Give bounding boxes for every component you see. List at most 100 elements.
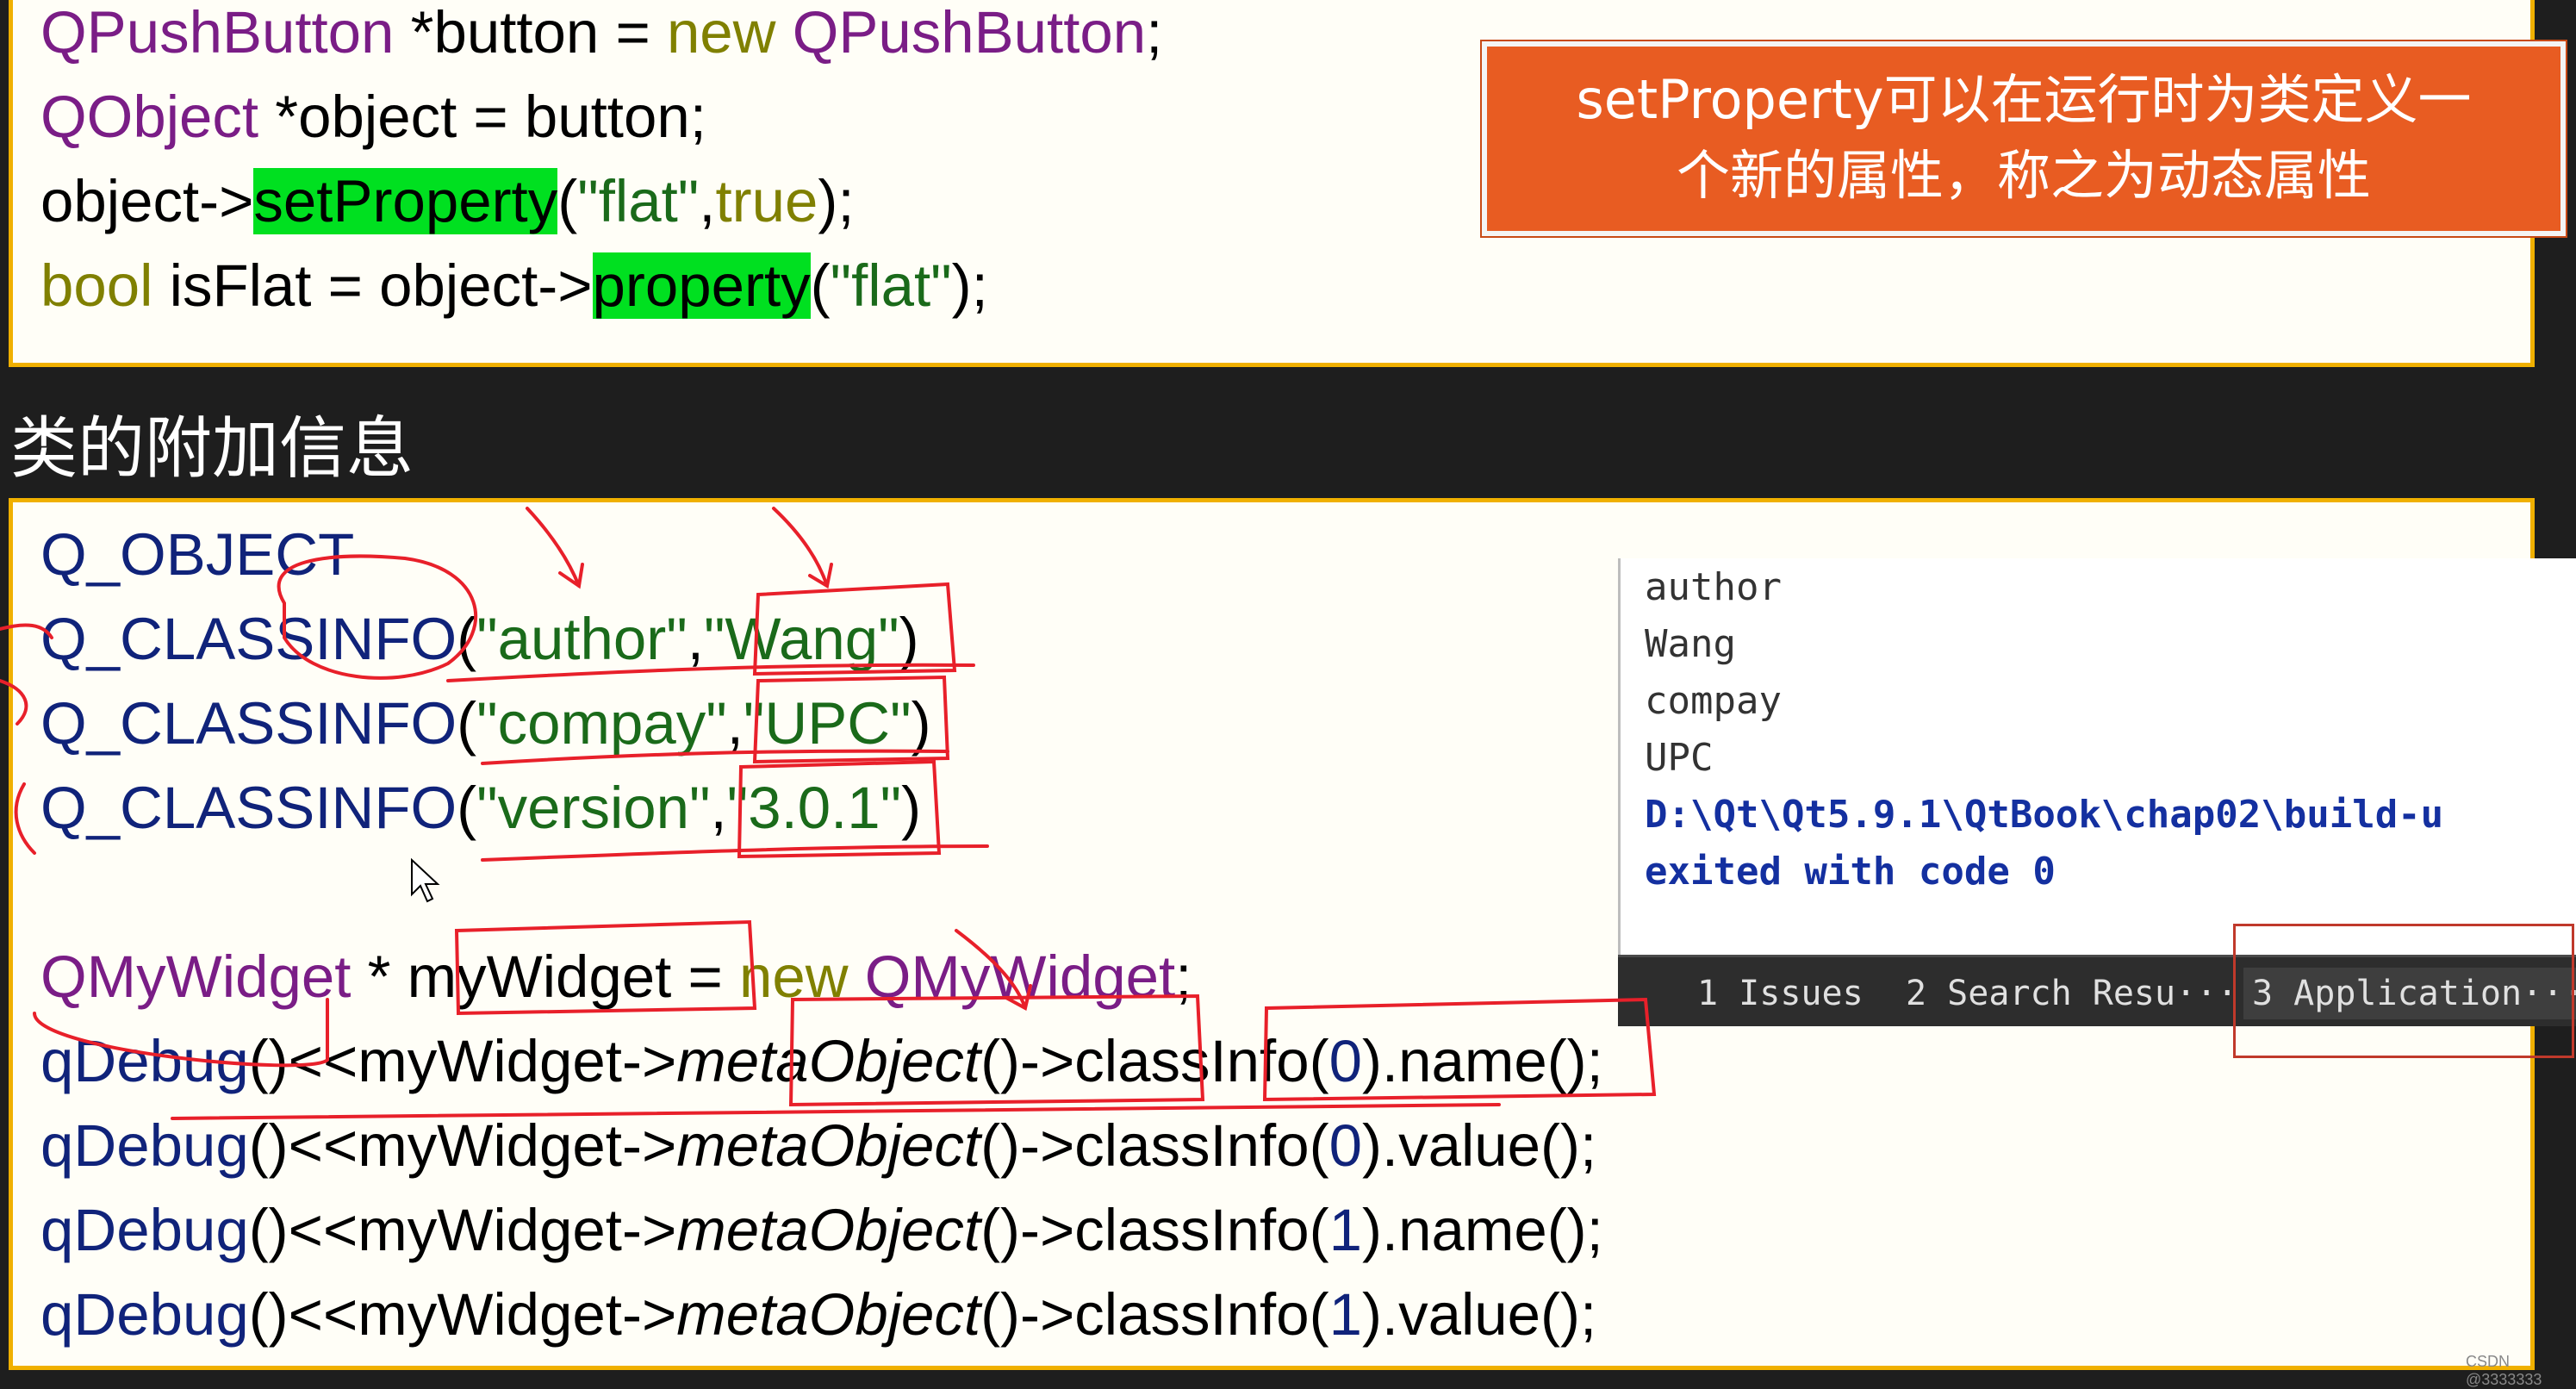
token-text: ; xyxy=(1175,944,1192,1010)
tab-issues[interactable]: 1 Issues xyxy=(1697,974,1864,1013)
token-text: *object = button; xyxy=(258,84,706,150)
token-text: ()<<myWidget-> xyxy=(248,1197,677,1263)
token-function: qDebug xyxy=(40,1197,249,1263)
token-type: QObject xyxy=(40,84,259,150)
code-line-classinfo-2: Q_CLASSINFO("compay","UPC") xyxy=(40,690,931,757)
tab-highlight-box xyxy=(2233,924,2574,1058)
watermark-bottom-right: CSDN @3333333 xyxy=(2466,1353,2542,1388)
token-string: "3.0.1" xyxy=(726,775,902,841)
token-function: qDebug xyxy=(40,1281,249,1348)
ink-underline-version xyxy=(481,844,989,862)
token-text: ( xyxy=(810,252,831,319)
ink-arrow-3 xyxy=(955,929,1032,1012)
ink-underline-compay xyxy=(481,749,949,765)
code-line-qdebug-3: qDebug()<<myWidget->metaObject()->classI… xyxy=(40,1192,1603,1269)
token-text: ).value(); xyxy=(1361,1112,1597,1179)
ink-underline-qdebug xyxy=(171,1103,1501,1120)
output-pane-tabbar: 1 Issues 2 Search Resu··· 3 Application·… xyxy=(1618,955,2576,1026)
callout-line-2: 个新的属性，称之为动态属性 xyxy=(1676,144,2371,207)
token-number: 0 xyxy=(1328,1112,1362,1179)
ink-tick-2 xyxy=(0,679,28,726)
ink-arrow-2 xyxy=(772,507,833,589)
token-method: metaObject xyxy=(676,1112,981,1179)
console-line: compay xyxy=(1645,679,1782,723)
ink-box-version xyxy=(737,759,942,859)
token-text: ()<<myWidget-> xyxy=(248,1028,677,1094)
ink-box-metaobject xyxy=(788,993,1205,1107)
ink-tick-1 xyxy=(0,623,53,639)
token-number: 1 xyxy=(1328,1197,1362,1263)
token-text: ( xyxy=(557,168,578,234)
ink-box-wang xyxy=(752,582,957,676)
token-keyword: bool xyxy=(40,252,153,319)
token-text: ); xyxy=(818,168,855,234)
token-text: ).name(); xyxy=(1361,1197,1603,1263)
ink-box-upc xyxy=(752,675,950,764)
token-text: ()->classInfo( xyxy=(980,1112,1329,1179)
token-macro: Q_CLASSINFO xyxy=(40,775,457,841)
code-line-qdebug-2: qDebug()<<myWidget->metaObject()->classI… xyxy=(40,1107,1596,1185)
ink-box-qdebug xyxy=(33,998,329,1068)
console-line: author xyxy=(1645,565,1782,609)
console-exit-line: exited with code 0 xyxy=(1645,850,2056,894)
code-line-classinfo-1: Q_CLASSINFO("author","Wang") xyxy=(40,606,919,672)
token-method: metaObject xyxy=(676,1281,981,1348)
ink-arrow-1 xyxy=(526,507,584,589)
highlighted-property: property xyxy=(592,252,811,319)
callout-note: setProperty可以在运行时为类定义一 个新的属性，称之为动态属性 xyxy=(1482,41,2566,236)
tab-search-results[interactable]: 2 Search Resu··· xyxy=(1906,974,2238,1013)
token-text: *button = xyxy=(394,0,667,65)
mouse-cursor-icon xyxy=(411,858,440,903)
token-function: qDebug xyxy=(40,1112,249,1179)
tab-application-output[interactable]: 3 Application··· xyxy=(2243,968,2576,1019)
token-keyword: true xyxy=(715,168,818,234)
console-line: UPC xyxy=(1645,736,1714,780)
token-text: ; xyxy=(1146,0,1163,65)
token-keyword: new xyxy=(666,0,776,65)
token-macro: Q_CLASSINFO xyxy=(40,690,457,757)
console-line: Wang xyxy=(1645,622,1736,666)
ink-box-mywidget xyxy=(454,919,757,1016)
token-text: * myWidget = xyxy=(351,944,739,1010)
ink-ellipse-classinfo xyxy=(277,554,478,680)
callout-line-1: setProperty可以在运行时为类定义一 xyxy=(1576,68,2472,131)
token-macro: Q_OBJECT xyxy=(40,521,355,588)
token-text: ).name(); xyxy=(1361,1028,1603,1094)
ink-tick-3 xyxy=(14,782,36,855)
token-method: metaObject xyxy=(676,1028,981,1094)
token-macro: Q_CLASSINFO xyxy=(40,606,457,672)
token-string: "compay" xyxy=(476,690,727,757)
code-line-qdebug-4: qDebug()<<myWidget->metaObject()->classI… xyxy=(40,1276,1596,1354)
application-output-console[interactable]: author Wang compay UPC D:\Qt\Qt5.9.1\QtB… xyxy=(1618,558,2576,955)
token-string: "author" xyxy=(476,606,688,672)
token-text: ).value(); xyxy=(1361,1281,1597,1348)
console-path-line: D:\Qt\Qt5.9.1\QtBook\chap02\build-u xyxy=(1645,793,2444,837)
token-string: "Wang" xyxy=(703,606,899,672)
token-text: ()->classInfo( xyxy=(980,1028,1329,1094)
token-text: ()<<myWidget-> xyxy=(248,1112,677,1179)
token-text: ); xyxy=(951,252,988,319)
token-text: isFlat = object-> xyxy=(152,252,593,319)
token-text: ()->classInfo( xyxy=(980,1197,1329,1263)
code-line-1: QPushButton *button = new QPushButton; xyxy=(40,0,1162,72)
token-type: QPushButton xyxy=(775,0,1147,65)
ink-box-classinfo0 xyxy=(1262,997,1657,1102)
code-line-3: object->setProperty("flat",true); xyxy=(40,163,855,240)
code-line-4: bool isFlat = object->property("flat"); xyxy=(40,247,988,325)
token-string: "UPC" xyxy=(743,690,912,757)
token-text: , xyxy=(699,168,716,234)
token-method: metaObject xyxy=(676,1197,981,1263)
token-text: ()->classInfo( xyxy=(980,1281,1329,1348)
token-string: "flat" xyxy=(830,252,952,319)
token-type: QPushButton xyxy=(40,0,395,65)
ink-underline-author xyxy=(446,663,975,682)
token-string: "flat" xyxy=(577,168,700,234)
code-line-qobject: Q_OBJECT xyxy=(40,516,354,594)
token-type: QMyWidget xyxy=(40,944,352,1010)
section-heading: 类的附加信息 xyxy=(10,410,414,488)
code-line-classinfo-3: Q_CLASSINFO("version","3.0.1") xyxy=(40,775,922,841)
code-line-2: QObject *object = button; xyxy=(40,78,706,156)
highlighted-setproperty: setProperty xyxy=(253,168,558,234)
token-string: "version" xyxy=(476,775,711,841)
